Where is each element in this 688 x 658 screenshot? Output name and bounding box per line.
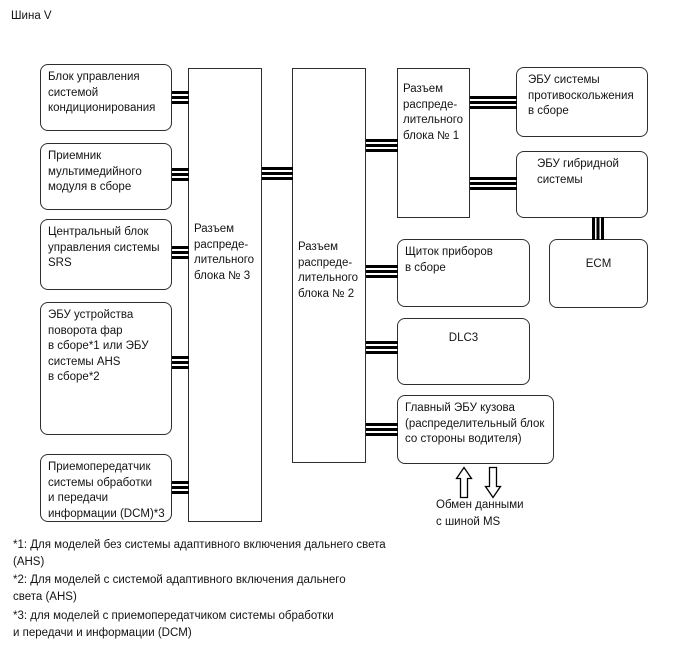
bus-line-j1-to-hybrid — [470, 177, 517, 190]
bus-line-hybrid-to-ecm — [592, 217, 604, 240]
node-ecm: ECM — [549, 239, 648, 308]
bus-line-multimedia-to-j3 — [172, 168, 189, 181]
node-skid-control-ecu: ЭБУ системы противоскольжения в сборе — [516, 67, 648, 137]
bus-line-j2-to-main-body — [366, 423, 398, 436]
node-ac-control-unit: Блок управления системой кондиционирован… — [40, 64, 172, 131]
bus-line-afs-to-j3 — [172, 356, 189, 369]
bus-line-srs-to-j3 — [172, 246, 189, 259]
footnote-3: *3: для моделей с приемопередатчиком сис… — [13, 610, 334, 639]
footnote-1: *1: Для моделей без системы адаптивного … — [13, 539, 386, 568]
down-arrow-icon — [484, 466, 502, 499]
up-arrow-icon — [455, 466, 473, 499]
bus-line-j2-to-j1 — [366, 139, 398, 152]
ms-bus-arrows — [455, 466, 502, 499]
node-headlight-swivel-ecu: ЭБУ устройства поворота фар в сборе*1 ил… — [40, 302, 172, 435]
bus-line-j2-to-dlc3 — [366, 341, 398, 354]
node-combination-meter: Щиток приборов в сборе — [397, 239, 530, 307]
bus-title: Шина V — [11, 10, 52, 22]
footnote-2: *2: Для моделей с системой адаптивного в… — [13, 574, 346, 603]
node-dlc3: DLC3 — [397, 318, 530, 385]
node-junction-block-2: Разъем распреде- лительного блока № 2 — [292, 68, 366, 463]
bus-line-ac-to-j3 — [172, 91, 189, 104]
node-srs-center-unit: Центральный блок управления системы SRS — [40, 219, 172, 290]
node-junction-block-3: Разъем распреде- лительного блока № 3 — [188, 68, 262, 522]
bus-line-dcm-to-j3 — [172, 481, 189, 494]
node-hybrid-ecu: ЭБУ гибридной системы — [516, 151, 648, 218]
bus-line-j1-to-skid — [470, 96, 517, 109]
node-junction-block-1: Разъем распреде- лительного блока № 1 — [397, 68, 470, 218]
node-dcm-transceiver: Приемопередатчик системы обработки и пер… — [40, 454, 172, 522]
ms-bus-exchange-label: Обмен данными с шиной MS — [436, 499, 524, 528]
bus-line-j3-to-j2 — [262, 167, 293, 180]
node-main-body-ecu: Главный ЭБУ кузова (распределительный бл… — [397, 395, 554, 464]
bus-line-j2-to-meter — [366, 265, 398, 278]
node-multimedia-receiver: Приемник мультимедийного модуля в сборе — [40, 143, 172, 210]
